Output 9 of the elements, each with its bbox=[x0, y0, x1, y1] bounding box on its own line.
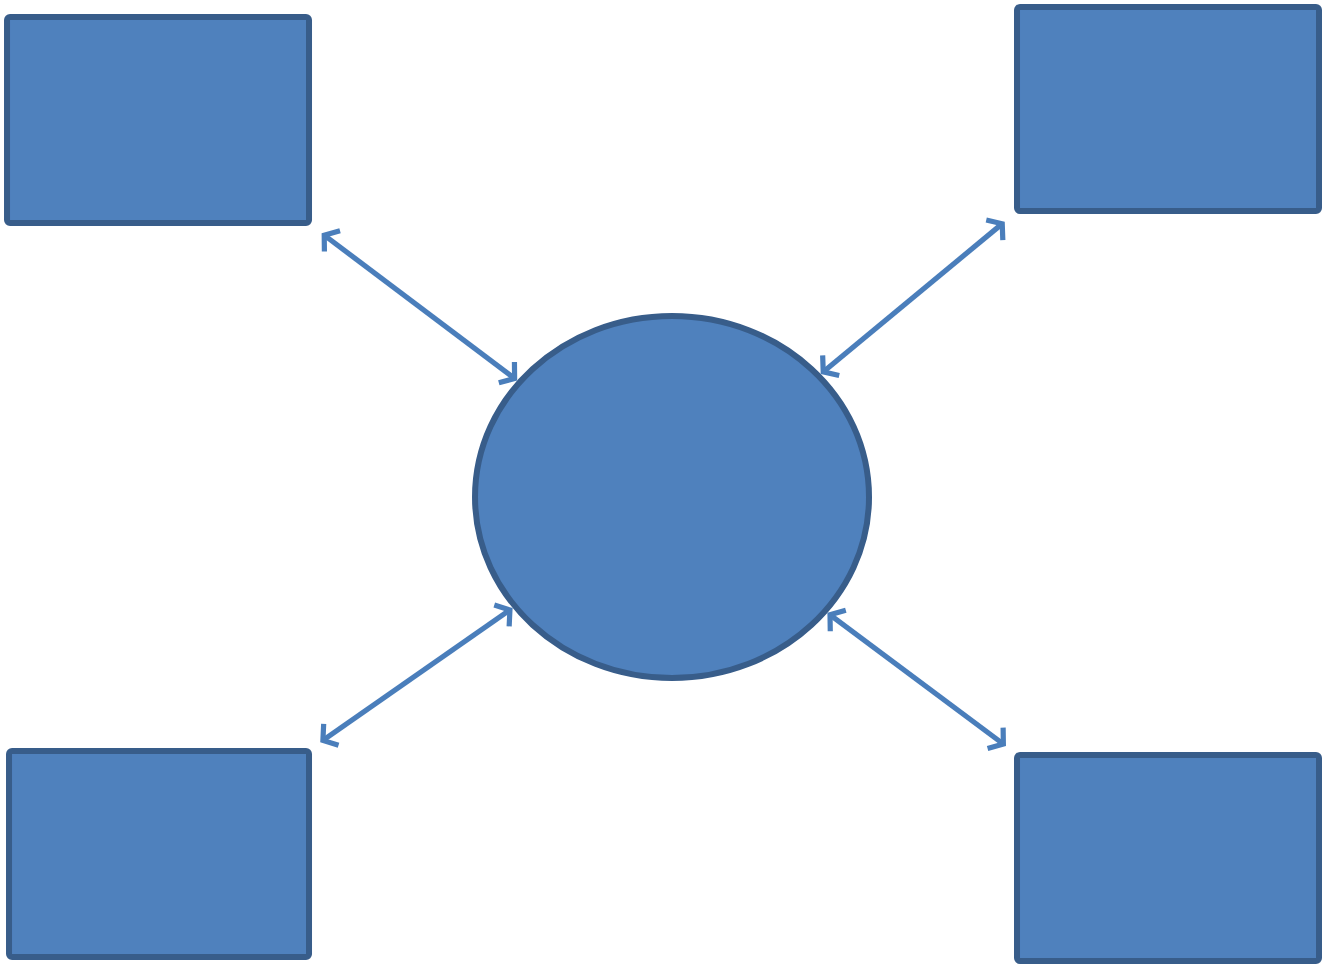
rectangle bbox=[1014, 751, 1322, 964]
double-arrow bbox=[820, 217, 1006, 379]
rectangle bbox=[6, 747, 312, 960]
double-arrow bbox=[320, 602, 513, 748]
rectangle bbox=[4, 14, 312, 226]
double-arrow bbox=[321, 228, 518, 386]
double-arrow bbox=[827, 607, 1006, 751]
ellipse bbox=[472, 312, 872, 681]
rectangle bbox=[1014, 4, 1322, 214]
